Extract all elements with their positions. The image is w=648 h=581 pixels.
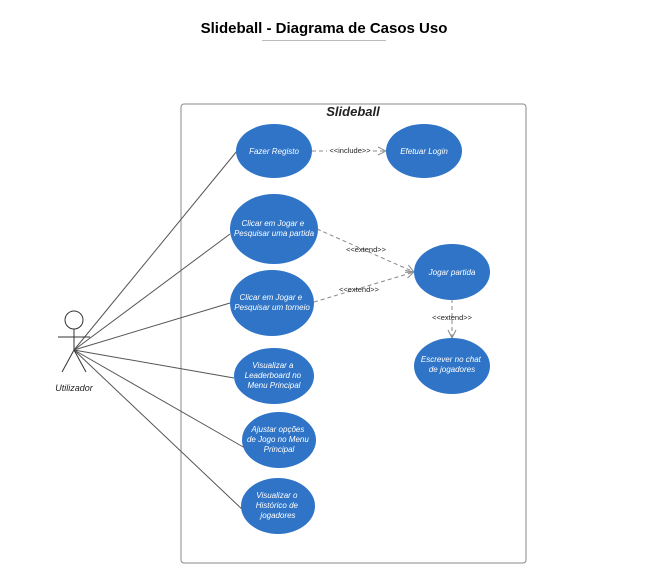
actor-stick-figure — [58, 310, 90, 373]
use-case-leaderboard-label: Visualizar a Leaderboard no Menu Princip… — [245, 361, 304, 390]
extend-label-torneio: <<extend>> — [339, 285, 380, 294]
use-case-ajustar-opcoes-label: Ajustar opções de Jogo no Menu Principal — [247, 425, 311, 454]
use-case-jogar-partida-label: Jogar partida — [428, 268, 476, 277]
use-case-pesquisar-partida-label: Clicar em Jogar e Pesquisar uma partida — [234, 219, 315, 238]
association-historico — [73, 349, 246, 513]
extend-label-partida: <<extend>> — [346, 245, 387, 254]
association-ajustar-opcoes — [73, 349, 246, 449]
association-leaderboard — [73, 349, 235, 379]
use-cases — [230, 124, 490, 534]
use-case-historico-label: Visualizar o Histórico de jogadores — [256, 491, 300, 520]
actor-head — [64, 310, 84, 330]
dashed-relations — [312, 151, 452, 338]
use-case-efetuar-login[interactable] — [386, 124, 462, 178]
association-pesquisar-partida — [73, 233, 231, 351]
extend-line-partida — [316, 228, 414, 272]
diagram-title: Slideball - Diagrama de Casos Uso — [200, 20, 448, 37]
title-underline — [262, 40, 386, 41]
use-case-jogar-partida[interactable] — [414, 244, 490, 300]
association-fazer-registo — [73, 150, 238, 351]
use-case-fazer-registo-label: Fazer Registo — [249, 147, 299, 156]
actor-associations — [73, 150, 246, 513]
use-case-efetuar-login-label: Efetuar Login — [400, 147, 448, 156]
use-case-historico[interactable] — [241, 478, 315, 534]
system-boundary — [180, 103, 527, 564]
extend-label-chat: <<extend>> — [432, 313, 473, 322]
use-case-ajustar-opcoes[interactable] — [242, 412, 316, 468]
use-case-pesquisar-torneio-label: Clicar em Jogar e Pesquisar um torneio — [234, 293, 310, 312]
use-case-leaderboard[interactable] — [234, 348, 314, 404]
use-case-fazer-registo[interactable] — [236, 124, 312, 178]
use-case-pesquisar-partida[interactable] — [230, 194, 318, 264]
include-label: <<include>> — [329, 146, 371, 155]
extend-line-torneio — [313, 272, 414, 303]
actor-label: Utilizador — [55, 383, 94, 393]
association-pesquisar-torneio — [73, 302, 231, 351]
use-case-escrever-chat-label: Escrever no chat de jogadores — [421, 355, 483, 374]
use-case-pesquisar-torneio[interactable] — [230, 270, 314, 336]
use-case-escrever-chat[interactable] — [414, 338, 490, 394]
system-boundary-label: Slideball — [326, 104, 380, 119]
